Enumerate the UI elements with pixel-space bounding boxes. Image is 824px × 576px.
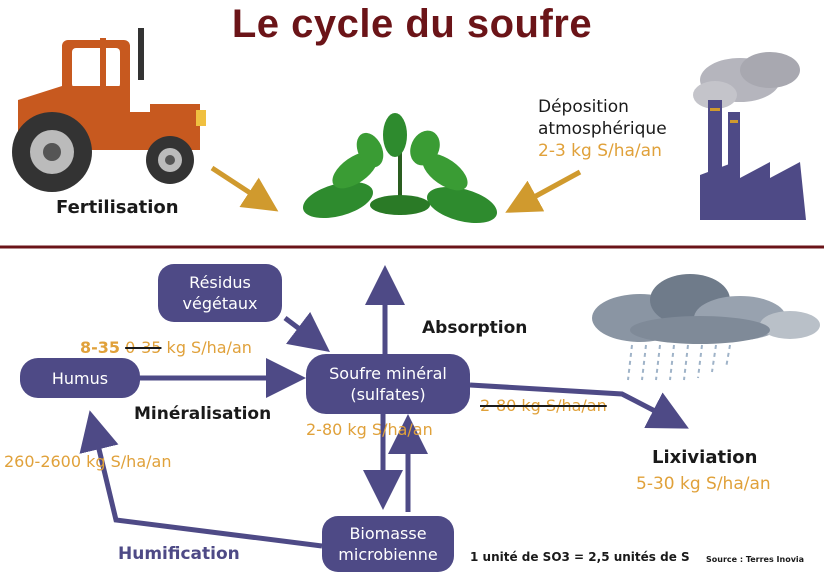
biomasse-line2: microbienne: [338, 545, 438, 564]
node-soufre-mineral: Soufre minéral (sulfates): [306, 354, 470, 414]
soufre-line2: (sulfates): [350, 385, 426, 404]
soufre-line1: Soufre minéral: [329, 364, 447, 383]
arrow-lixiviation: [469, 382, 689, 429]
arrow-deposition: [505, 169, 582, 213]
humification-label: Humification: [118, 544, 240, 564]
conversion-note: 1 unité de SO3 = 2,5 unités de S: [470, 550, 690, 564]
soufre-value: 2-80 kg S/ha/an: [306, 420, 433, 439]
source-note: Source : Terres Inovia: [706, 555, 805, 564]
tractor-icon: [12, 28, 206, 192]
biomasse-line1: Biomasse: [349, 524, 427, 543]
arrow-humification: [79, 410, 323, 549]
min-value-new: 8-35: [80, 338, 121, 357]
node-biomasse-microbienne: Biomasse microbienne: [322, 516, 454, 572]
plant-icon: [302, 113, 498, 224]
rain-cloud-icon: [592, 274, 820, 381]
absorption-label: Absorption: [422, 318, 528, 338]
arrow-fertilisation: [210, 165, 279, 212]
deposition-label: Déposition atmosphérique 2-3 kg S/ha/an: [538, 96, 667, 162]
fertilisation-label: Fertilisation: [56, 197, 179, 218]
deposition-line1: Déposition: [538, 97, 629, 117]
min-value-old: 0-35: [125, 338, 162, 357]
node-residus-vegetaux: Résidus végétaux: [158, 264, 282, 322]
humus-value: 260-2600 kg S/ha/an: [4, 452, 172, 471]
lixiviation-label: Lixiviation: [652, 447, 758, 468]
deposition-value: 2-3 kg S/ha/an: [538, 141, 662, 161]
min-value-unit: kg S/ha/an: [166, 338, 252, 357]
node-humus: Humus: [20, 358, 140, 398]
lixiviation-old-value: 2-80 kg S/ha/an: [480, 396, 607, 415]
mineralisation-label: Minéralisation: [134, 404, 272, 424]
humus-label: Humus: [51, 368, 109, 388]
page-title: Le cycle du soufre: [231, 2, 593, 46]
lixiviation-value: 5-30 kg S/ha/an: [636, 474, 771, 494]
mineralisation-value: 8-35 0-35 kg S/ha/an: [80, 338, 252, 357]
factory-icon: [693, 52, 806, 220]
residus-line2: végétaux: [182, 294, 258, 313]
arrow-residus-to-soufre: [283, 311, 330, 353]
residus-line1: Résidus: [189, 273, 251, 292]
deposition-line2: atmosphérique: [538, 119, 667, 139]
